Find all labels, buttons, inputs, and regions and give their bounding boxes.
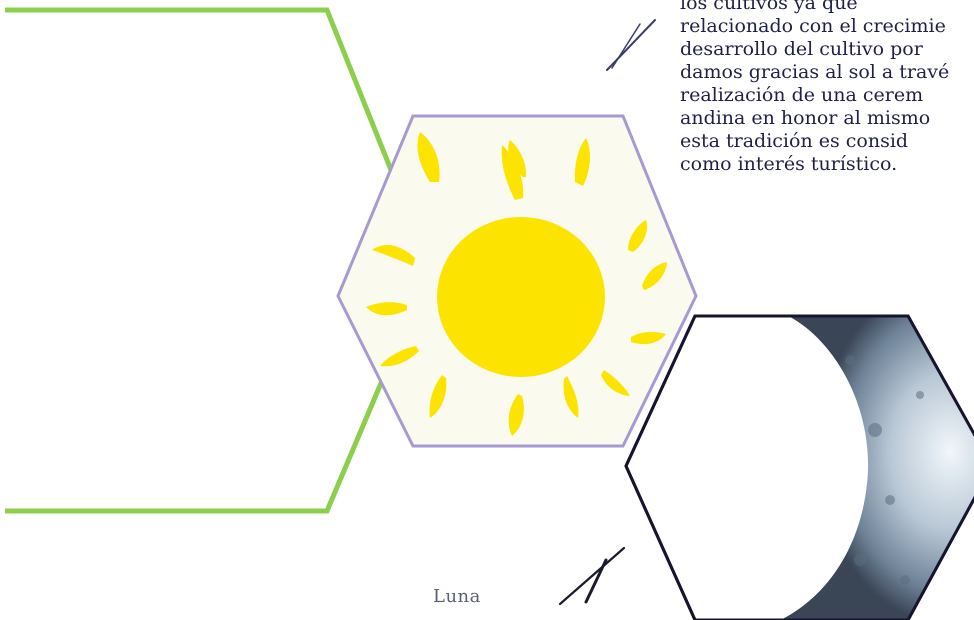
article-line: andina en honor al mismo — [680, 107, 931, 129]
article-line: damos gracias al sol a travé — [680, 61, 950, 83]
pen-stroke-icon — [606, 19, 656, 71]
article-line: como interés turístico. — [680, 153, 898, 175]
article-line: desarrollo del cultivo por — [680, 38, 923, 60]
green-frame-bottom — [5, 349, 398, 514]
crescent-moon-photo — [624, 314, 974, 620]
sun-illustration — [336, 114, 698, 448]
moon-caption: Luna — [433, 586, 481, 607]
article-line: esta tradición es consid — [680, 130, 909, 152]
article-line: los cultivos ya que — [680, 0, 858, 14]
sun-disc — [437, 217, 605, 377]
article-text: los cultivos ya que relacionado con el c… — [680, 0, 974, 176]
moon-craters — [845, 355, 924, 585]
article-line: realización de una cerem — [680, 84, 924, 106]
green-frame-top — [5, 7, 398, 181]
pen-stroke-icon — [558, 546, 626, 606]
article-line: relacionado con el crecimie — [680, 15, 946, 37]
sun-rays — [366, 132, 667, 436]
